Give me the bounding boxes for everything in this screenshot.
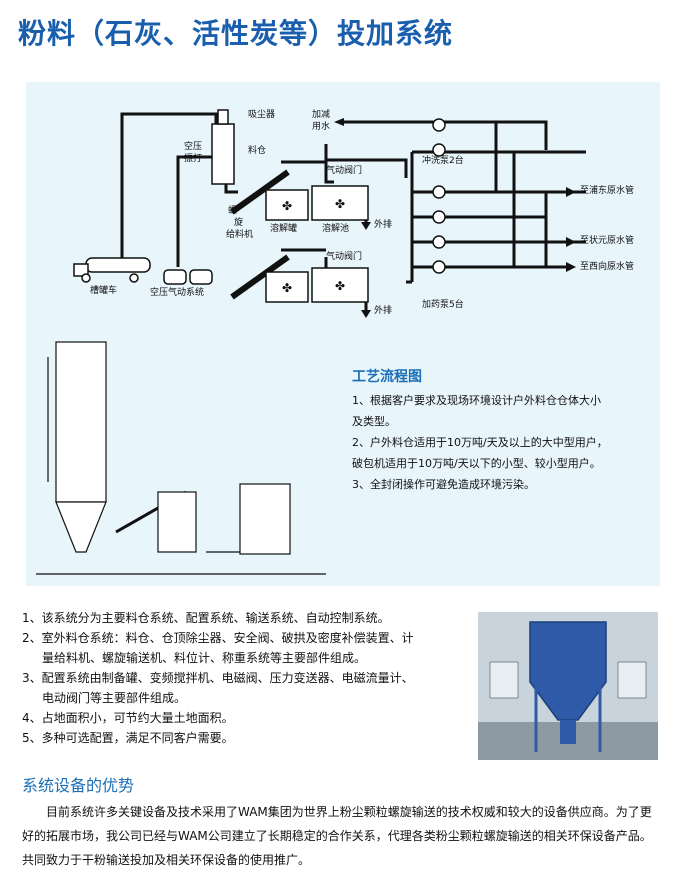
feature-item: 5、多种可选配置，满足不同客户需要。 [22,731,234,745]
label-air-system: 空压气动系统 [150,288,205,298]
process-title: 工艺流程图 [352,369,422,385]
feature-item: 2、室外料仓系统：料仓、仓顶除尘器、安全阀、破拱及密度补偿装置、计 [22,631,414,645]
svg-text:✤: ✤ [335,197,345,211]
feature-item: 3、配置系统由制备罐、变频搅拌机、电磁阀、压力变送器、电磁流量计、 [22,671,414,685]
process-diagram-panel: ✤✤ ✤✤ 吸尘器 空压 振打 料仓 气动阀门 气动 [26,82,660,586]
label-to-xixiang: 至西向原水管 [580,262,635,272]
label-water-2: 用水 [312,122,331,132]
feature-item: 4、占地面积小，可节约大量土地面积。 [22,711,234,725]
process-line-4: 破包机适用于10万吨/天以下的小型、较小型用户。 [352,457,601,470]
label-dissolve-tank: 溶解罐 [270,224,298,234]
feature-list: 1、该系统分为主要料仓系统、配置系统、输送系统、自动控制系统。 2、室外料仓系统… [22,608,462,748]
svg-text:✤: ✤ [282,199,292,213]
advantages-text: 目前系统许多关键设备及技术采用了WAM集团为世界上粉尘颗粒螺旋输送的技术权威和较… [22,805,652,867]
process-line-1: 1、根据客户要求及现场环境设计户外料仓仓体大小 [352,394,601,407]
svg-text:✤: ✤ [282,281,292,295]
process-flow-diagram: ✤ ✤ ✤ ✤ [36,109,586,575]
label-air-hammer-2: 振打 [184,154,203,164]
process-line-5: 3、全封闭操作可避免造成环境污染。 [352,478,535,491]
feature-item: 量给料机、螺旋输送机、料位计、称重系统等主要部件组成。 [42,651,367,665]
label-screw-2: 旋 [234,218,244,228]
label-pneumatic-valve-1: 气动阀门 [326,166,363,176]
process-line-3: 2、户外料仓适用于10万吨/天及以上的大中型用户， [352,436,608,449]
label-screw-3: 给料机 [226,230,254,240]
label-to-pudong: 至浦东原水管 [580,186,635,196]
svg-text:✤: ✤ [335,279,345,293]
label-water-1: 加减 [312,110,331,120]
label-drain-2: 外排 [374,306,393,316]
process-line-2: 及类型。 [352,415,396,428]
label-dissolve-pool: 溶解池 [322,224,350,234]
label-screw-1: 螺 [228,206,238,216]
label-pneumatic-valve-2: 气动阀门 [326,252,363,262]
advantages-title: 系统设备的优势 [22,776,135,795]
label-drain-1: 外排 [374,220,393,230]
label-dosing-pump: 加药泵5台 [422,300,464,310]
label-silo: 料仓 [248,146,267,156]
feature-item: 1、该系统分为主要料仓系统、配置系统、输送系统、自动控制系统。 [22,611,390,625]
label-to-linjiang: 至状元原水管 [580,236,635,246]
label-air-hammer-1: 空压 [184,142,203,152]
page-title: 粉料（石灰、活性炭等）投加系统 [18,17,454,50]
feature-item: 电动阀门等主要部件组成。 [42,691,187,705]
label-dust-collector: 吸尘器 [248,110,276,120]
silo-photo-illustration [478,612,658,760]
equipment-photo [478,612,658,760]
label-tanker: 槽罐车 [90,286,118,296]
label-flush-pump: 冲洗泵2台 [422,156,464,166]
